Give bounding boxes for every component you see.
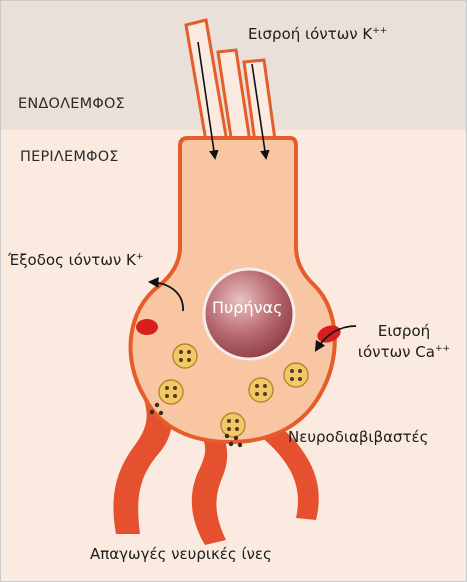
endolymph-label: ΕΝΔΟΛΕΜΦΟΣ <box>18 95 125 113</box>
vesicle <box>159 380 183 404</box>
ca-influx-label-line2-wrap: ιόντων Ca++ <box>356 340 452 361</box>
k-efflux-label-sup: + <box>136 252 144 262</box>
k-channel <box>136 319 158 335</box>
ca-influx-label-sup: ++ <box>435 344 450 354</box>
vesicle <box>249 378 273 402</box>
neurotransmitters-label: Νευροδιαβιβαστές <box>288 428 428 446</box>
k-influx-label-sup: ++ <box>372 26 387 36</box>
k-efflux-label: Έξοδος ιόντων Κ+ <box>8 248 143 269</box>
ca-influx-label-line2: ιόντων Ca <box>358 343 435 361</box>
k-influx-label-text: Εισροή ιόντων Κ <box>248 25 372 43</box>
afferent-fibers-label: Απαγωγές νευρικές ίνες <box>90 545 272 563</box>
ca-influx-label: Εισροή ιόντων Ca++ <box>356 322 452 361</box>
perilymph-label: ΠΕΡΙΛΕΜΦΟΣ <box>20 148 119 166</box>
k-efflux-label-text: Έξοδος ιόντων Κ <box>8 251 136 269</box>
vesicle <box>173 344 197 368</box>
ca-influx-label-line1: Εισροή <box>356 322 452 340</box>
k-influx-label: Εισροή ιόντων Κ++ <box>248 22 387 43</box>
vesicle <box>284 363 308 387</box>
nucleus-label: Πυρήνας <box>212 299 282 317</box>
vesicle <box>221 413 245 437</box>
